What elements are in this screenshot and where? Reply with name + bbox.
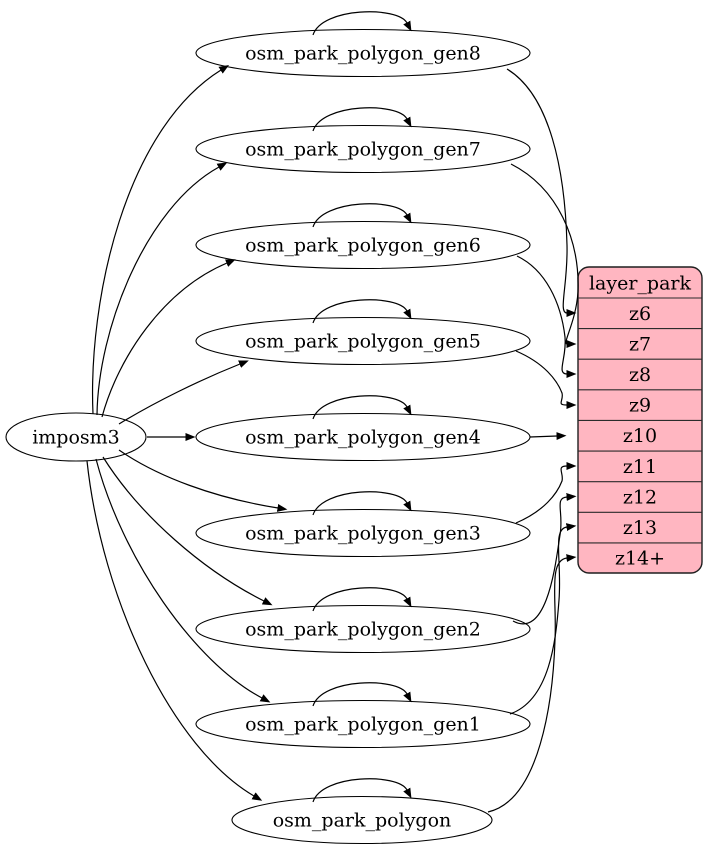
layer-park-row-z7: z7 [629, 333, 651, 355]
imposm3-label: imposm3 [32, 427, 120, 449]
edge-imposm3-to-polygon [86, 460, 263, 801]
node-osm-park-polygon-gen2: osm_park_polygon_gen2 [195, 604, 531, 654]
edge-polygon-to-z14plus [487, 554, 577, 813]
gen2-label: osm_park_polygon_gen2 [245, 619, 481, 641]
node-osm-park-polygon-gen7: osm_park_polygon_gen7 [195, 124, 531, 174]
node-imposm3: imposm3 [5, 412, 147, 462]
gen6-label: osm_park_polygon_gen6 [245, 235, 481, 257]
self-loop-polygon [312, 778, 412, 803]
self-loop-gen8 [312, 11, 412, 36]
self-loop-gen5 [312, 299, 412, 324]
gen8-ellipse [195, 28, 531, 78]
node-osm-park-polygon-gen8: osm_park_polygon_gen8 [195, 28, 531, 78]
edge-gen6-to-z8 [516, 255, 577, 378]
layer-park-row-z13: z13 [623, 517, 657, 539]
layer-park-row-z12: z12 [623, 486, 657, 508]
edge-imposm3-to-gen5 [118, 360, 249, 425]
edge-gen4-to-z10 [529, 432, 567, 441]
layer-park-row-z11: z11 [623, 456, 657, 478]
edge-imposm3-to-gen2 [102, 456, 273, 606]
self-loop-gen2 [312, 587, 412, 612]
gen5-ellipse [195, 316, 531, 366]
edge-imposm3-to-gen1 [95, 458, 271, 703]
gen3-ellipse [195, 508, 531, 558]
gen4-label: osm_park_polygon_gen4 [245, 427, 481, 449]
edge-imposm3-to-gen6 [101, 259, 236, 418]
edge-imposm3-to-gen7 [96, 162, 228, 416]
edge-gen8-to-z6 [506, 68, 577, 317]
imposm3-ellipse [5, 412, 147, 462]
node-osm-park-polygon: osm_park_polygon [231, 795, 493, 845]
gen1-label: osm_park_polygon_gen1 [245, 714, 481, 736]
edge-imposm3-to-gen8 [91, 64, 230, 415]
layer-park-title: layer_park [589, 273, 692, 295]
gen7-label: osm_park_polygon_gen7 [245, 139, 481, 161]
self-loop-gen4 [312, 395, 412, 420]
node-osm-park-polygon-gen6: osm_park_polygon_gen6 [195, 220, 531, 270]
polygon-label: osm_park_polygon [273, 810, 452, 832]
self-loop-gen6 [312, 203, 412, 228]
edge-gen7-to-z7 [510, 163, 579, 348]
node-layer-park-table: layer_park z6 z7 z8 z9 z10 z11 z12 z13 z… [577, 266, 703, 574]
gen2-ellipse [195, 604, 531, 654]
layer-park-row-z8: z8 [629, 364, 651, 386]
layer-park-row-z6: z6 [629, 303, 651, 325]
node-osm-park-polygon-gen1: osm_park_polygon_gen1 [195, 699, 531, 749]
self-loop-gen3 [312, 491, 412, 516]
gen8-label: osm_park_polygon_gen8 [245, 43, 481, 65]
layer-park-row-z10: z10 [623, 425, 657, 447]
layer-park-row-z9: z9 [629, 395, 651, 417]
node-osm-park-polygon-gen3: osm_park_polygon_gen3 [195, 508, 531, 558]
polygon-ellipse [231, 795, 493, 845]
node-osm-park-polygon-gen4: osm_park_polygon_gen4 [195, 412, 531, 462]
edge-gen1-to-z13 [509, 523, 577, 715]
edge-imposm3-to-gen3 [118, 449, 288, 512]
self-loop-gen7 [312, 107, 412, 132]
gen7-ellipse [195, 124, 531, 174]
gen1-ellipse [195, 699, 531, 749]
gen5-label: osm_park_polygon_gen5 [245, 331, 481, 353]
gen6-ellipse [195, 220, 531, 270]
self-loop-gen1 [312, 682, 412, 707]
edge-gen5-to-z9 [515, 350, 577, 409]
node-osm-park-polygon-gen5: osm_park_polygon_gen5 [195, 316, 531, 366]
edge-gen3-to-z11 [515, 462, 577, 524]
gen3-label: osm_park_polygon_gen3 [245, 523, 481, 545]
layer-park-row-z14plus: z14+ [615, 548, 665, 570]
